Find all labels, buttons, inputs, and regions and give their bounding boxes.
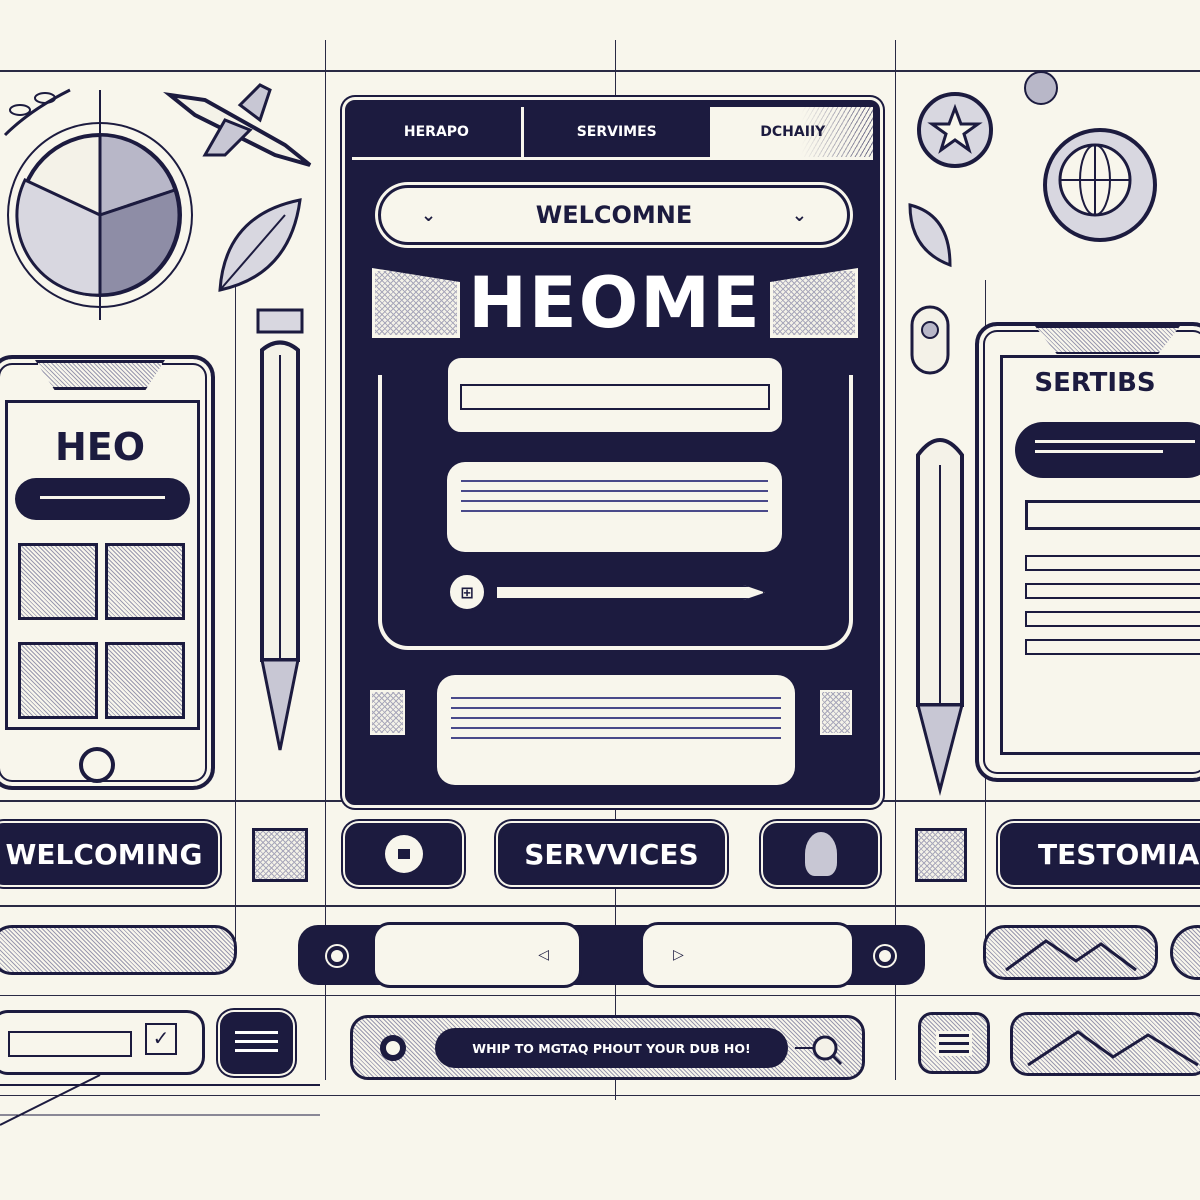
slider-track[interactable] (495, 585, 765, 600)
tab-dchaiiy[interactable]: DCHAIIY (712, 107, 873, 157)
segment-left[interactable]: ◁ (372, 922, 582, 988)
play-right-icon: ▷ (673, 947, 684, 963)
tab-bar: HERAPO SERVIMES DCHAIIY (352, 107, 873, 160)
airplane-icon (163, 83, 312, 167)
search-text-value: WHIP TO MGTAQ PHOUT YOUR DUB HO! (472, 1040, 751, 1056)
profile-toggle-icon (910, 305, 950, 375)
tab-label: DCHAIIY (760, 124, 826, 140)
ball-icon (1024, 71, 1058, 105)
envelope-icon[interactable] (252, 828, 308, 882)
tablet-title: SERTIBS (1034, 368, 1156, 398)
text-input-inner (460, 384, 770, 410)
image-placeholder-card[interactable] (1010, 1012, 1200, 1076)
home-button[interactable] (79, 747, 115, 783)
testimonial-button[interactable]: TESTOMIAL (1000, 823, 1200, 885)
tablet-notch (1035, 326, 1180, 354)
search-icon[interactable] (795, 1030, 850, 1070)
tablet-lines (1025, 555, 1200, 667)
leaf-icon (908, 203, 952, 268)
phone-title: HEO (54, 425, 146, 469)
segment-right[interactable]: ▷ (640, 922, 855, 988)
tab-servimes[interactable]: SERVIMES (524, 107, 713, 157)
testimonial-label: TESTOMIAL (1038, 837, 1200, 871)
image-tile[interactable] (105, 642, 185, 719)
phone-notch (35, 360, 165, 390)
slider-handle[interactable]: ⊞ (447, 572, 487, 612)
grid-line (0, 995, 1200, 996)
tablet-screen (1000, 355, 1200, 755)
play-left-icon: ◁ (538, 947, 549, 963)
grid-line (325, 40, 326, 1080)
welcoming-label: WELCOMING (5, 837, 203, 871)
field-lines (8, 1031, 132, 1057)
welcome-select[interactable]: ⌄ WELCOMNE ⌄ (378, 185, 850, 245)
services-button[interactable]: SERVVICES (498, 823, 725, 885)
branch-icon (3, 88, 71, 137)
tab-label: SERVIMES (576, 124, 657, 140)
pencil-icon (916, 438, 964, 796)
welcoming-button[interactable]: WELCOMING (0, 823, 218, 885)
bottom-card (437, 675, 795, 785)
grid-line (0, 70, 1200, 72)
tab-label: HERAPO (403, 124, 469, 140)
frame-outline (378, 375, 853, 650)
search-text[interactable]: WHIP TO MGTAQ PHOUT YOUR DUB HO! (435, 1028, 788, 1068)
menu-icon (235, 1031, 278, 1052)
tablet-mockup (975, 322, 1200, 782)
services-label: SERVVICES (524, 837, 699, 871)
image-tile[interactable] (18, 543, 98, 620)
radio-left[interactable] (327, 946, 347, 966)
settings-knob[interactable] (380, 1035, 406, 1061)
tablet-pill-button[interactable] (1015, 422, 1200, 478)
perspective-lines (0, 1074, 320, 1126)
checkmark-icon: ✓ (145, 1023, 177, 1055)
envelope-icon[interactable] (915, 828, 967, 882)
welcome-select-label: WELCOMNE (535, 201, 693, 229)
chevron-down-icon: ⌄ (791, 204, 807, 226)
phone-screen (5, 400, 200, 730)
leaf-icon (218, 198, 302, 292)
pie-chart-icon (7, 90, 193, 320)
profile-button[interactable] (763, 823, 878, 885)
pencil-icon (256, 308, 304, 751)
grid-line (235, 280, 236, 940)
grid-line (0, 905, 1200, 907)
progress-bar[interactable] (0, 925, 237, 975)
grid-line (0, 1095, 1200, 1096)
tablet-field[interactable] (1025, 500, 1200, 530)
mountain-icon (1027, 1030, 1199, 1067)
chat-icon (384, 835, 423, 873)
image-tile[interactable] (105, 543, 185, 620)
globe-icon (1043, 128, 1157, 242)
star-badge-icon (917, 92, 993, 168)
menu-button[interactable] (220, 1012, 293, 1074)
phone-pill-button[interactable] (15, 478, 190, 520)
mountain-icon (1005, 939, 1137, 972)
radio-right[interactable] (875, 946, 895, 966)
chevron-down-icon: ⌄ (421, 204, 437, 226)
list-icon (936, 1031, 972, 1056)
list-button[interactable] (918, 1012, 990, 1074)
text-input[interactable] (445, 355, 785, 435)
content-card (447, 462, 782, 552)
grid-line (895, 40, 896, 1080)
avatar-icon (804, 832, 837, 876)
decor-tab-left (370, 690, 405, 735)
image-placeholder-pill[interactable] (983, 925, 1158, 980)
tab-herapo[interactable]: HERAPO (352, 107, 524, 157)
checkbox-field[interactable]: ✓ (0, 1010, 205, 1075)
image-tile[interactable] (18, 642, 98, 719)
grid-icon: ⊞ (460, 582, 474, 602)
decor-tab-right (820, 690, 852, 735)
hero-title: HEOME (468, 262, 762, 344)
image-placeholder-circle[interactable] (1170, 925, 1200, 980)
chat-button[interactable] (345, 823, 462, 885)
